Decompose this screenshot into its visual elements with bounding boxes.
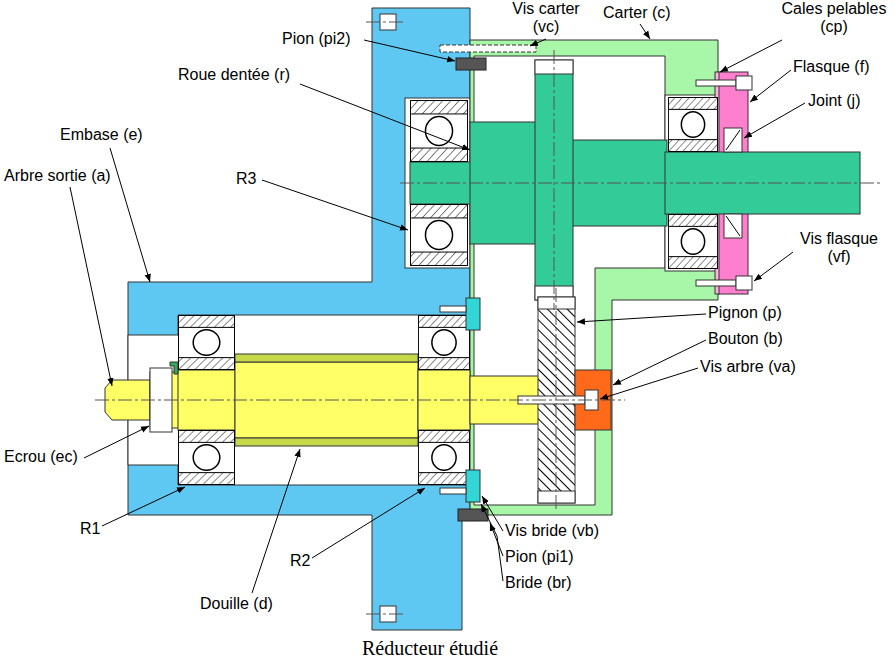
leader-line [312,488,425,558]
bearing-r2 [418,430,469,484]
part-label: Vis carter (vc) [506,0,586,36]
screw-shank [696,280,736,286]
part-label: Pion (pi1) [505,548,573,566]
screw-shank [440,306,466,312]
leader-line [84,426,149,458]
figure-caption: Réducteur étudié [362,636,498,660]
lock-washer [170,362,178,374]
part-label: Pignon (p) [708,304,782,322]
leader-line [262,180,408,230]
axis-line [95,400,625,401]
housing-screw [440,45,536,52]
part-label: Vis flasque (vf) [795,230,883,266]
leader-line [600,368,698,399]
leader-line [110,148,150,282]
seal-lip [724,214,742,238]
carter-outline [470,40,718,515]
leader-line [70,187,112,386]
leader-line [640,24,650,39]
leader-line [252,449,300,593]
part-label: R1 [80,520,100,538]
part-label: Vis arbre (va) [700,358,796,376]
flange-ring [466,470,480,502]
carter-body [470,40,718,515]
bearing-r4 [668,97,717,151]
leader-lines [70,24,805,593]
gear-shaft [410,60,860,300]
embase-outline [128,8,470,630]
screw-shank [696,80,736,86]
part-label: Arbre sortie (a) [4,167,111,185]
leader-line [720,40,782,72]
axis-line [554,50,555,310]
part-label: Joint (j) [808,92,860,110]
leader-line [364,40,455,61]
part-label: Ecrou (ec) [4,448,78,466]
flange-ring [466,298,480,330]
part-label: Pion (pi2) [282,30,350,48]
bearing-r1 [178,315,234,369]
part-label: Douille (d) [200,595,273,613]
leader-line [481,504,503,581]
screw-head [736,76,752,90]
bearing-r2 [418,315,469,369]
part-label: Roue dentée (r) [178,66,290,84]
bearing-r3 [410,205,467,266]
axis-line [366,614,404,615]
part-label: R2 [290,552,310,570]
screw-shank [440,488,466,494]
seal-lip [724,128,742,152]
leader-line [750,70,791,102]
embase-body [128,8,470,630]
part-label: Embase (e) [60,126,143,144]
leader-line [613,340,706,385]
seal-mark [726,130,740,150]
leader-line [577,314,706,322]
part-label: Bride (br) [505,574,572,592]
part-label: Flasque (f) [793,58,869,76]
seal-mark [726,216,740,236]
part-label: Carter (c) [603,4,671,22]
axis-line [400,183,880,184]
center-lines [95,22,880,614]
bearing-r4 [668,214,717,268]
bearing-r3 [410,101,467,162]
part-label: Cales pelables (cp) [778,0,890,36]
part-label: R3 [236,170,256,188]
leader-line [744,103,805,138]
dowel-pin [458,509,488,521]
leader-line [102,487,185,526]
bearing-r1 [178,430,234,484]
axis-line [556,288,557,512]
part-label: Vis bride (vb) [505,522,599,540]
leader-line [754,252,793,281]
spacer-sleeve [235,438,418,446]
leader-line [490,523,503,556]
leader-line [530,39,546,46]
dowel-pin [456,58,486,70]
spacer-sleeve [235,354,418,362]
screw-head [736,276,752,290]
part-label: Bouton (b) [708,330,783,348]
axis-line [366,22,404,23]
leader-line [482,496,503,531]
leader-line [300,84,470,150]
